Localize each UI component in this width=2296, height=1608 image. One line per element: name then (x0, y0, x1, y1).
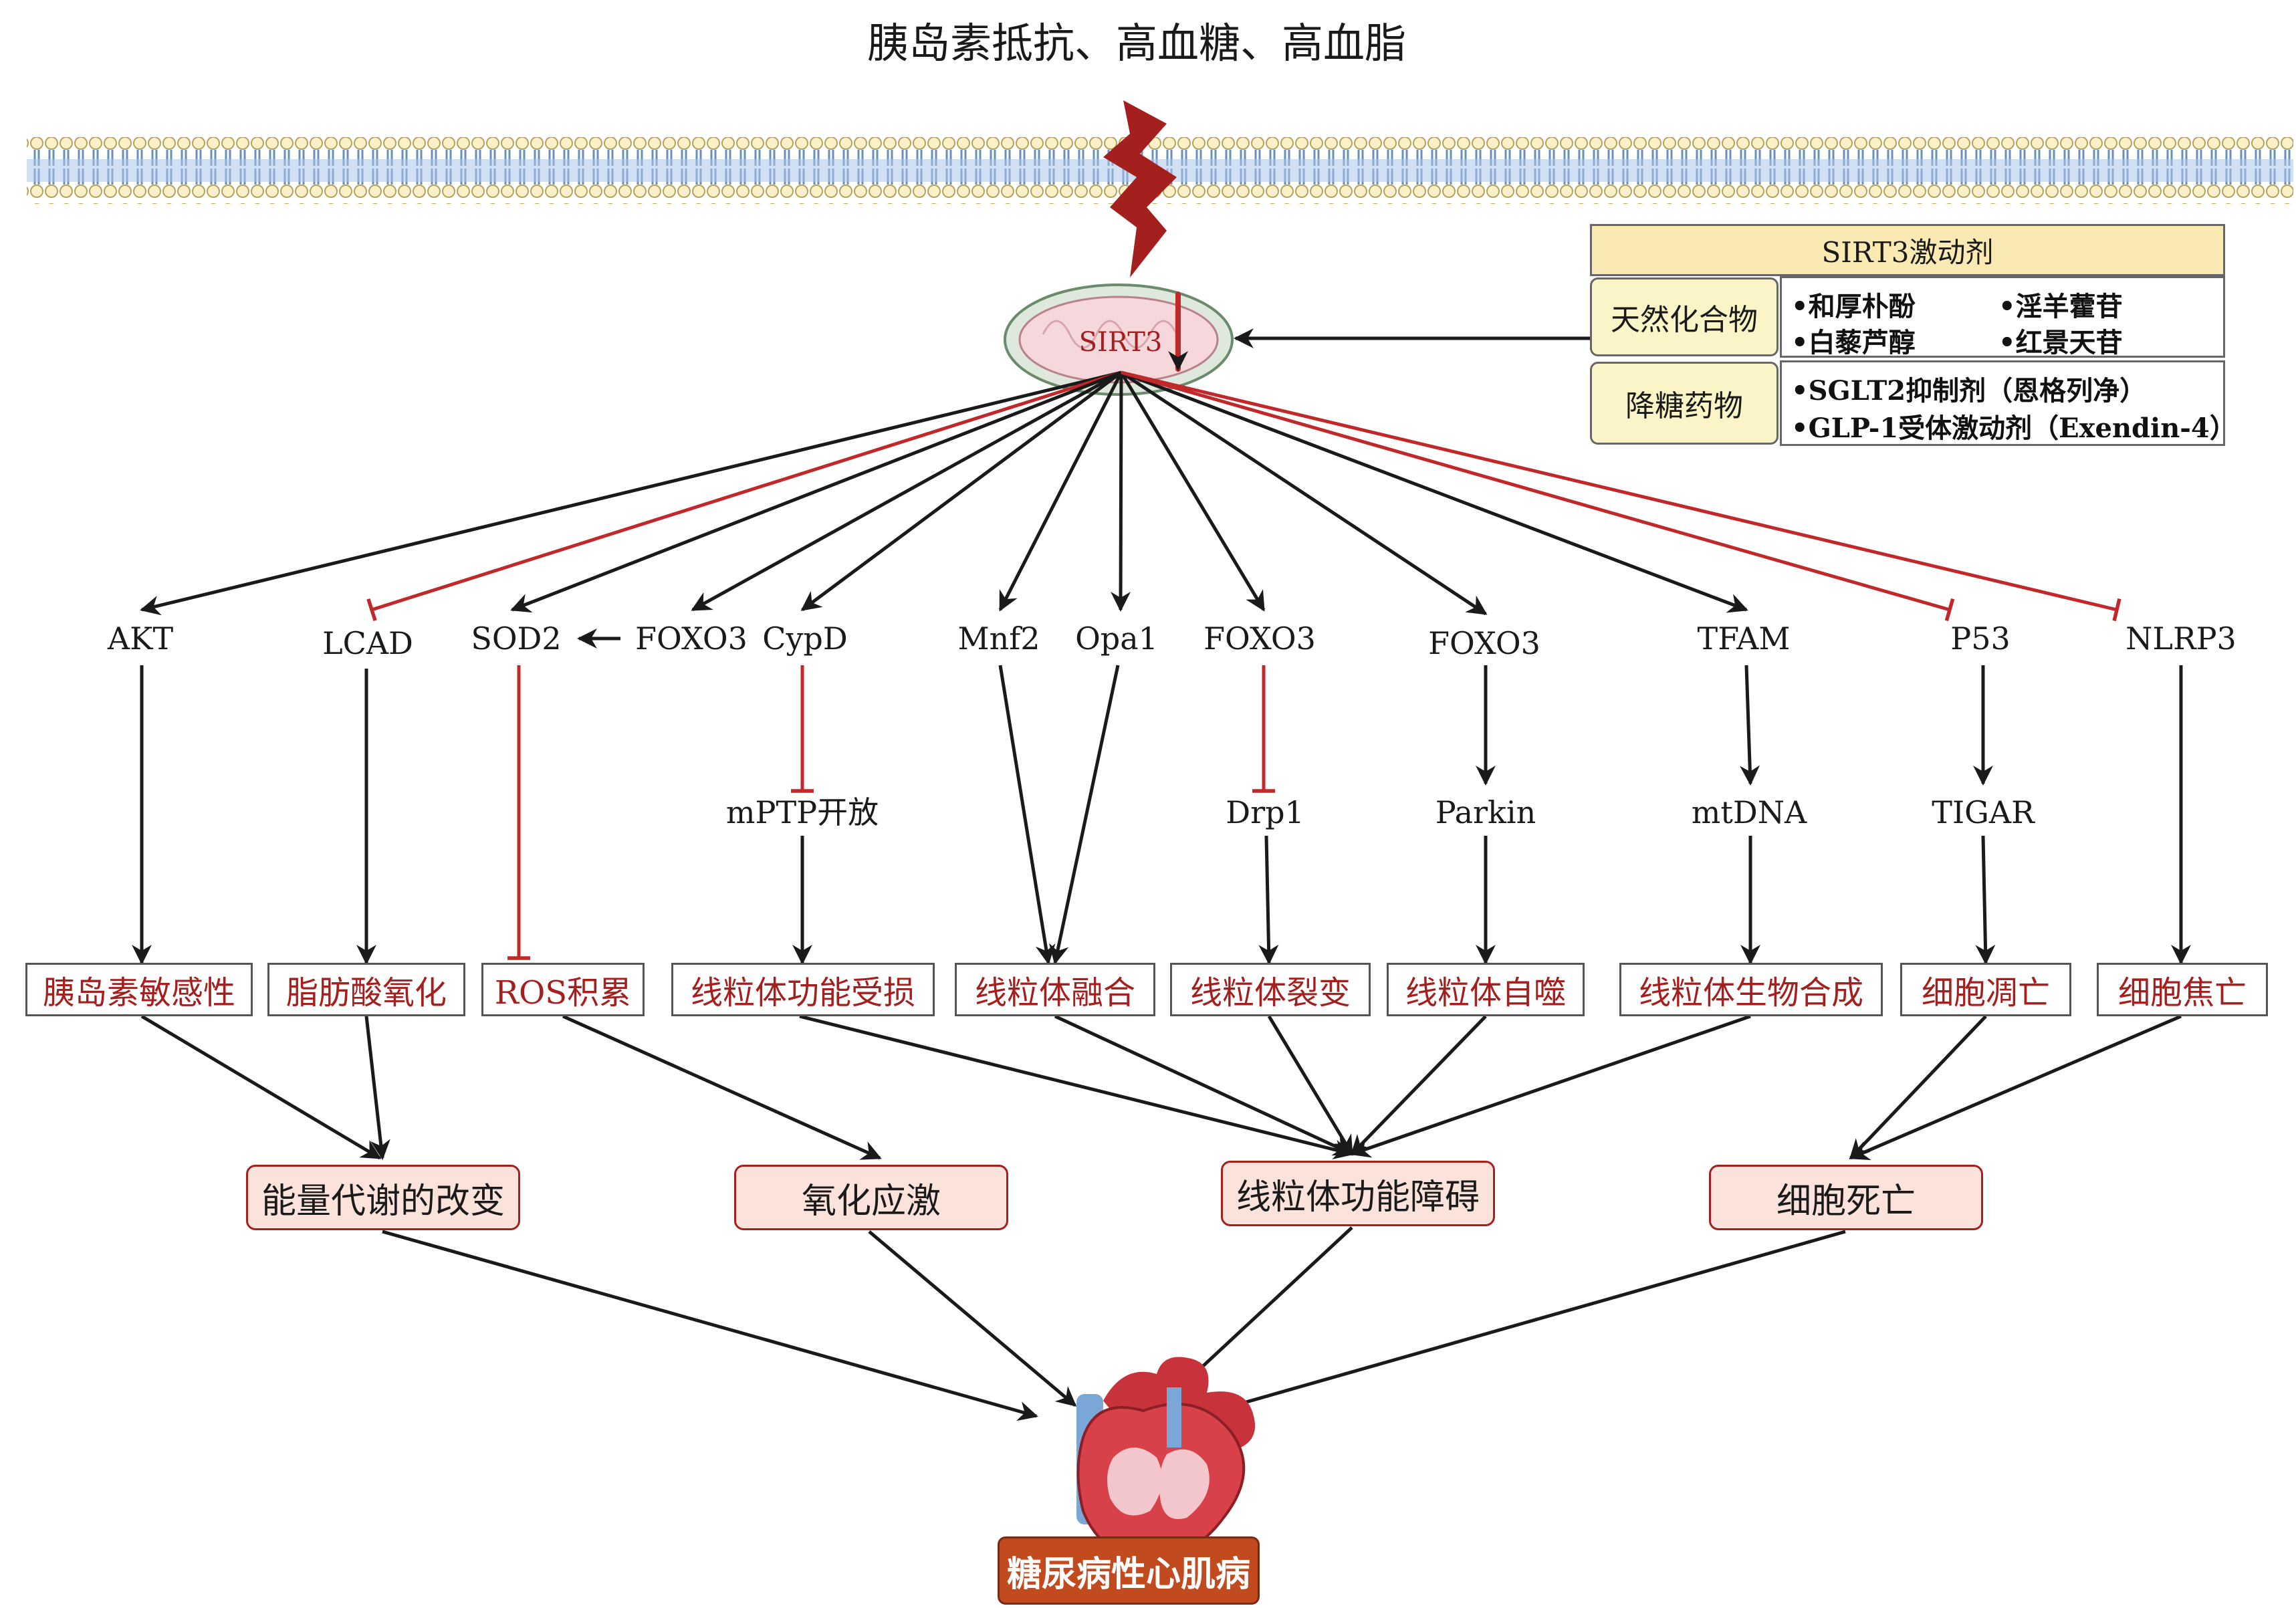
agonist-item: •SGLT2抑制剂（恩格列净） (1791, 375, 2147, 407)
stress-title: 胰岛素抵抗、高血糖、高血脂 (867, 19, 1407, 68)
sirt3-edges (140, 370, 2121, 622)
effect-apoptosis: 细胞凋亡 (1900, 963, 2071, 1016)
outcome-box: 糖尿病性心肌病 (998, 1536, 1260, 1605)
edge-sirt3-mnf2 (998, 371, 1123, 612)
effect-mito-biogenesis: 线粒体生物合成 (1619, 963, 1883, 1016)
target-opa1: Opa1 (1075, 620, 1158, 657)
mediator-drp1: Drp1 (1226, 794, 1304, 830)
effect-mito-damage: 线粒体功能受损 (671, 963, 935, 1016)
agonist-item: •白藜芦醇 (1791, 327, 1916, 358)
target-foxo3-b: FOXO3 (1203, 620, 1316, 657)
lightning-icon (1103, 100, 1177, 277)
target-lcad: LCAD (322, 625, 413, 661)
category-cell-death: 细胞死亡 (1709, 1165, 1983, 1230)
edge-sirt3-foxo3b (1119, 371, 1266, 612)
edge-drp1-fission (1258, 835, 1279, 965)
agonist-panel-title: SIRT3激动剂 (1590, 224, 2225, 276)
mediator-mptp: mPTP开放 (725, 794, 879, 830)
effect-ros: ROS积累 (481, 963, 645, 1016)
edge-tigar-apoptosis (1975, 835, 1996, 965)
target-foxo3-a: FOXO3 (635, 620, 748, 657)
agonist-natural-label: 天然化合物 (1590, 277, 1778, 356)
mediator-parkin: Parkin (1435, 794, 1536, 830)
effect-insulin-sensitivity: 胰岛素敏感性 (25, 963, 253, 1016)
category-mito-dysfunction: 线粒体功能障碍 (1221, 1161, 1495, 1226)
target-edges (132, 665, 2191, 965)
effect-edges (140, 1014, 2182, 1161)
agonist-drugs-label: 降糖药物 (1590, 362, 1778, 445)
edge-sirt3-cypd (800, 370, 1123, 612)
category-energy: 能量代谢的改变 (246, 1165, 520, 1230)
edge-sirt3-lcad (366, 370, 1122, 622)
agonist-item: •红景天苷 (1998, 327, 2123, 358)
agonist-item: •GLP-1受体激动剂（Exendin-4） (1791, 413, 2236, 444)
heart-icon (1076, 1357, 1256, 1560)
effect-mitophagy: 线粒体自噬 (1387, 963, 1585, 1016)
edge-sirt3-p53 (1121, 370, 1955, 622)
target-cypd: CypD (762, 620, 848, 657)
agonist-drugs-list: •SGLT2抑制剂（恩格列净） •GLP-1受体激动剂（Exendin-4） (1780, 360, 2236, 446)
target-foxo3-c: FOXO3 (1428, 625, 1540, 661)
edge-mnf2-fusion (998, 665, 1056, 965)
category-oxidative: 氧化应激 (734, 1165, 1008, 1230)
category-edges (382, 1226, 1846, 1421)
effect-fatty-acid-oxidation: 脂肪酸氧化 (267, 963, 465, 1016)
effect-mito-fission: 线粒体裂变 (1170, 963, 1371, 1016)
mediator-mtdna: mtDNA (1691, 794, 1807, 830)
agonist-item: •和厚朴酚 (1791, 291, 1916, 322)
edge-opa1-fusion (1048, 665, 1120, 965)
edge-sirt3-foxo3c (1120, 370, 1488, 616)
sirt3-label: SIRT3 (1078, 327, 1163, 358)
target-nlrp3: NLRP3 (2126, 620, 2236, 657)
edge-sirt3-nlrp3 (1121, 370, 2121, 622)
edge-sirt3-foxo3a (691, 370, 1123, 612)
effect-pyroptosis: 细胞焦亡 (2097, 963, 2268, 1016)
edge-tfam-mtdna (1740, 665, 1760, 786)
agonist-item: •淫羊藿苷 (1998, 291, 2123, 322)
mediator-tigar: TIGAR (1932, 794, 2035, 830)
target-p53: P53 (1950, 620, 2011, 657)
agonist-natural-list: •和厚朴酚 •淫羊藿苷 •白藜芦醇 •红景天苷 (1780, 276, 2225, 358)
edge-sirt3-sod2 (510, 370, 1122, 613)
target-akt: AKT (107, 620, 174, 657)
edge-sirt3-akt (140, 370, 1122, 616)
target-sod2: SOD2 (471, 620, 562, 657)
target-tfam: TFAM (1697, 620, 1791, 657)
target-mnf2: Mnf2 (957, 620, 1040, 657)
effect-mito-fusion: 线粒体融合 (955, 963, 1155, 1016)
edge-sirt3-tfam (1121, 370, 1748, 613)
